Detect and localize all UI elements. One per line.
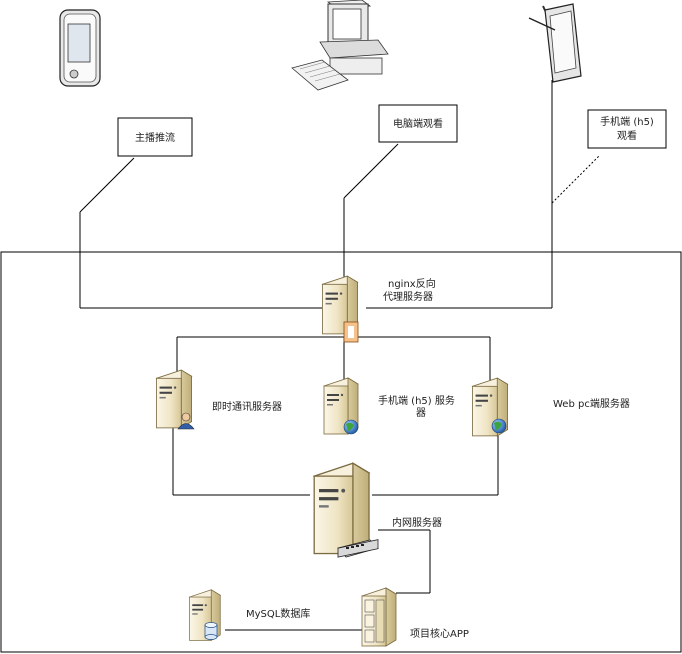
intranet-server: 内网服务器 bbox=[313, 462, 442, 558]
im-server-label: 即时通讯服务器 bbox=[212, 400, 282, 413]
pda-icon bbox=[59, 9, 101, 87]
nginx-label-line2: 代理服务器 bbox=[383, 290, 433, 303]
mysql-server: MySQL数据库 bbox=[189, 589, 310, 641]
globe-icon bbox=[491, 418, 507, 434]
anchor-push-box: 主播推流 bbox=[117, 117, 193, 157]
mobile-h5-server: 手机端 (h5) 服务 器 bbox=[323, 377, 455, 435]
pc-view-label: 电脑端观看 bbox=[393, 117, 443, 130]
pc-view-box: 电脑端观看 bbox=[378, 104, 458, 143]
network-switch-icon bbox=[337, 539, 379, 558]
tablet-pen-icon bbox=[528, 3, 582, 83]
im-server: 即时通讯服务器 bbox=[155, 369, 282, 430]
connection-lines bbox=[79, 80, 601, 631]
core-app-label: 项目核心APP bbox=[410, 627, 469, 640]
network-boundary bbox=[0, 251, 682, 653]
web-pc-server: Web pc端服务器 bbox=[471, 377, 630, 437]
mysql-label: MySQL数据库 bbox=[246, 607, 310, 620]
server-rack-icon bbox=[361, 587, 397, 647]
user-icon bbox=[177, 412, 195, 430]
nginx-server: nginx反向 代理服务器 bbox=[321, 275, 436, 343]
core-app-server: 项目核心APP bbox=[361, 587, 469, 647]
server-tower-icon bbox=[313, 462, 370, 555]
mobile-view-box: 手机端 (h5) 观看 bbox=[587, 109, 667, 149]
mobile-view-label-line1: 手机端 (h5) bbox=[600, 115, 654, 128]
intranet-server-label: 内网服务器 bbox=[392, 516, 442, 529]
proxy-shield-icon bbox=[343, 321, 359, 343]
mobile-server-label-line2: 器 bbox=[416, 407, 426, 419]
nginx-label-line1: nginx反向 bbox=[388, 277, 436, 290]
mobile-server-label-line1: 手机端 (h5) 服务 bbox=[378, 394, 455, 407]
globe-icon bbox=[343, 419, 359, 435]
desktop-computer-icon bbox=[291, 0, 389, 91]
database-icon bbox=[204, 622, 218, 640]
mobile-view-label-line2: 观看 bbox=[617, 129, 637, 142]
anchor-push-label: 主播推流 bbox=[135, 131, 175, 144]
web-pc-server-label: Web pc端服务器 bbox=[553, 397, 630, 410]
